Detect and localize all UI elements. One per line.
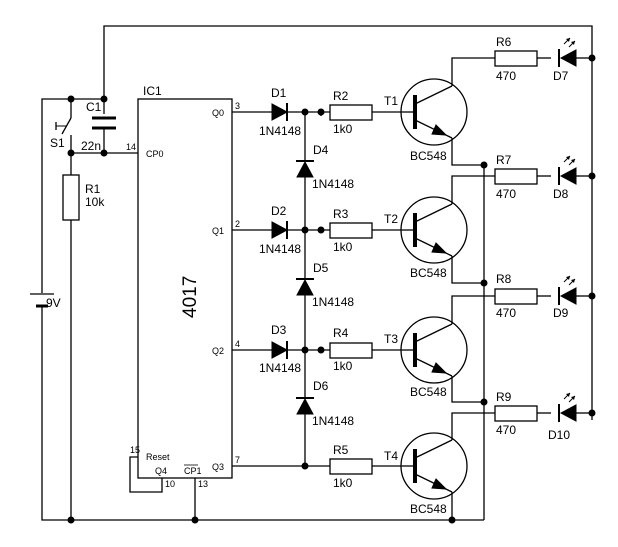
t1-name: T1 [384,94,398,108]
ic1-pinnum-cp0: 14 [126,142,136,152]
ic1-pinnum-q0: 3 [235,101,240,111]
ic1-pin-q2: Q2 [212,346,224,356]
r8-value: 470 [496,306,516,320]
led-d9: D9 [553,275,577,320]
ic1-pin-reset: Reset [146,452,170,462]
ic1-pin-q3: Q3 [212,462,224,472]
resistor-r1: R1 10k [62,174,105,221]
ic1-pin-cp0: CP0 [146,149,164,159]
resistor-r4: R4 1k0 [329,326,373,373]
r5-name: R5 [333,443,349,457]
resistor-r8: R8 470 [494,272,538,320]
junction-dots [67,54,596,524]
diode-d4: D4 1N4148 [296,143,354,191]
resistor-r6: R6 470 [494,35,538,83]
d3-name: D3 [271,323,287,337]
t2-name: T2 [384,212,398,226]
r3-name: R3 [333,207,349,221]
transistor-t3: T3 BC548 [384,316,468,399]
r1-value: 10k [85,195,105,209]
d4-name: D4 [313,143,329,157]
capacitor-c1: C1 22n [81,100,116,153]
ic1-pinnum-q2: 4 [235,339,240,349]
battery-value: 9V [46,296,61,310]
resistor-r9: R9 470 [494,390,538,437]
ic1-pinnum-cp1: 13 [198,479,208,489]
ic1-pin-cp1: CP1 [184,466,202,476]
r4-name: R4 [333,326,349,340]
ic1-pin-q4: Q4 [155,466,167,476]
wires [41,25,593,521]
d6-name: D6 [313,379,329,393]
t3-part: BC548 [410,385,447,399]
d9-name: D9 [553,306,569,320]
diode-d3: D3 1N4148 [259,323,301,375]
r2-name: R2 [333,89,349,103]
diode-d5: D5 1N4148 [296,261,354,309]
c1-value: 22n [81,139,101,153]
t1-part: BC548 [410,149,447,163]
d1-name: D1 [271,86,287,100]
led-d10: D10 [548,392,577,442]
r9-value: 470 [496,423,516,437]
r9-name: R9 [496,390,512,404]
ic1-pin-q0: Q0 [212,108,224,118]
transistor-t2: T2 BC548 [384,196,468,280]
d1-part: 1N4148 [259,124,301,138]
t4-name: T4 [384,449,398,463]
r3-value: 1k0 [333,240,353,254]
d5-part: 1N4148 [312,295,354,309]
r7-value: 470 [496,187,516,201]
t3-name: T3 [384,332,398,346]
diode-d1: D1 1N4148 [259,86,301,138]
r1-name: R1 [85,182,101,196]
ic1-pin-q1: Q1 [212,226,224,236]
battery: 9V [30,293,61,310]
t2-part: BC548 [410,266,447,280]
r2-value: 1k0 [333,122,353,136]
led-d8: D8 [553,155,577,201]
r7-name: R7 [496,153,512,167]
r8-name: R8 [496,272,512,286]
transistor-t1: T1 BC548 [384,78,468,163]
d6-part: 1N4148 [312,414,354,428]
resistor-r5: R5 1k0 [329,443,373,490]
r5-value: 1k0 [333,476,353,490]
ic1-name: IC1 [143,84,162,98]
led-d7: D7 [553,37,577,83]
d7-name: D7 [553,69,569,83]
resistor-r7: R7 470 [494,153,538,201]
d8-name: D8 [553,187,569,201]
c1-name: C1 [86,100,102,114]
diode-d6: D6 1N4148 [296,379,354,428]
d5-name: D5 [313,261,329,275]
ic1-chip: IC1 4017 Q0 Q1 Q2 Q3 CP0 Reset Q4 CP1 3 … [126,84,240,489]
r4-value: 1k0 [333,359,353,373]
d2-name: D2 [271,204,287,218]
r6-value: 470 [496,69,516,83]
diode-d2: D2 1N4148 [259,204,301,256]
resistor-r2: R2 1k0 [329,89,373,136]
ic1-pinnum-q4: 10 [165,479,175,489]
s1-name: S1 [50,136,65,150]
d4-part: 1N4148 [312,177,354,191]
resistor-r3: R3 1k0 [329,207,373,254]
d10-name: D10 [548,428,570,442]
ic1-pinnum-q1: 2 [235,219,240,229]
t4-part: BC548 [410,502,447,516]
ic1-pinnum-q3: 7 [235,455,240,465]
ic1-part: 4017 [180,276,201,318]
switch-s1: S1 [50,117,72,150]
ic1-pinnum-reset: 15 [130,445,140,455]
d3-part: 1N4148 [259,361,301,375]
r6-name: R6 [496,35,512,49]
transistor-t4: T4 BC548 [384,432,468,516]
d2-part: 1N4148 [259,242,301,256]
